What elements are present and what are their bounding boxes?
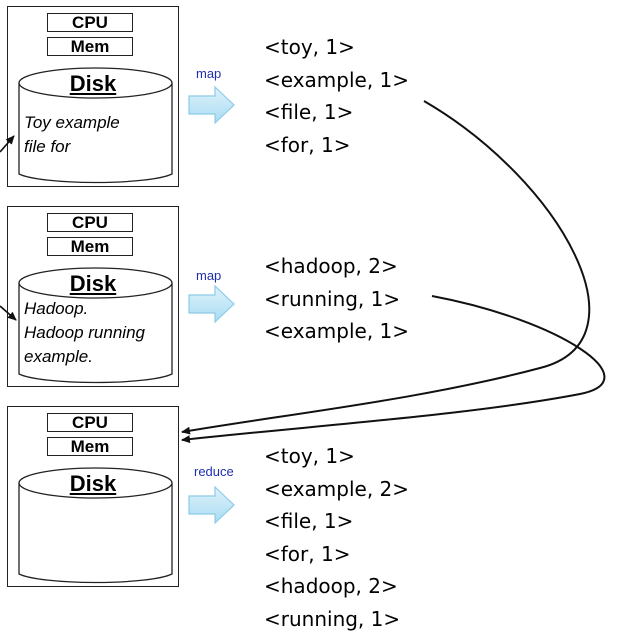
map-arrow-2-icon — [188, 284, 235, 324]
node-2-box: CPU Mem Disk Hadoop. Hadoop running exam… — [7, 206, 179, 387]
pair-item: <running, 1> — [264, 286, 401, 311]
step-label-reduce: reduce — [194, 464, 234, 479]
step-label-map-2: map — [196, 268, 222, 283]
node-3-disk-cylinder — [18, 467, 173, 584]
node-3-box: CPU Mem Disk — [7, 406, 179, 587]
pair-item: <file, 1> — [264, 100, 354, 124]
node-1-mem: Mem — [47, 37, 133, 56]
pair-item: <file, 1> — [264, 509, 354, 533]
pair-item: <hadoop, 2> — [264, 574, 398, 598]
map-arrow-1-icon — [188, 85, 235, 125]
pair-item: <example, 1> — [264, 67, 410, 92]
pair-item: <running, 1> — [264, 606, 401, 631]
node-3-reduce-output: <toy, 1> <example, 2> <file, 1> <for, 1>… — [264, 440, 409, 635]
node-1-map-output: <toy, 1> <example, 1> <file, 1> <for, 1> — [264, 31, 409, 161]
input-arrow-1 — [0, 135, 15, 153]
node-1-box: CPU Mem Disk Toy example file for — [7, 6, 179, 187]
step-label-map-1: map — [196, 66, 222, 81]
node-2-disk-cylinder — [18, 267, 173, 384]
node-2-map-output: <hadoop, 2> <running, 1> <example, 1> — [264, 250, 409, 348]
pair-item: <for, 1> — [264, 541, 351, 566]
shuffle-curve-1 — [181, 100, 591, 435]
node-3-cpu: CPU — [47, 413, 133, 432]
node-2-cpu: CPU — [47, 213, 133, 232]
node-1-disk-cylinder — [18, 67, 173, 184]
node-1-cpu: CPU — [47, 13, 133, 32]
node-1-file-content: Toy example file for — [24, 113, 120, 156]
pair-item: <example, 2> — [264, 476, 410, 501]
node-2-mem: Mem — [47, 237, 133, 256]
input-arrow-2 — [0, 305, 17, 321]
pair-item: <toy, 1> — [264, 444, 355, 468]
node-2-disk-label: Disk — [69, 271, 117, 296]
node-3-mem: Mem — [47, 437, 133, 456]
reduce-arrow-icon — [188, 485, 235, 525]
pair-item: <hadoop, 2> — [264, 254, 398, 278]
pair-item: <toy, 1> — [264, 35, 355, 59]
pair-item: <for, 1> — [264, 132, 351, 157]
node-1-disk-label: Disk — [69, 71, 117, 96]
node-3-disk-label: Disk — [69, 471, 117, 496]
pair-item: <example, 1> — [264, 319, 410, 343]
shuffle-curve-2 — [181, 295, 606, 444]
node-2-file-content: Hadoop. Hadoop running example. — [24, 299, 145, 366]
